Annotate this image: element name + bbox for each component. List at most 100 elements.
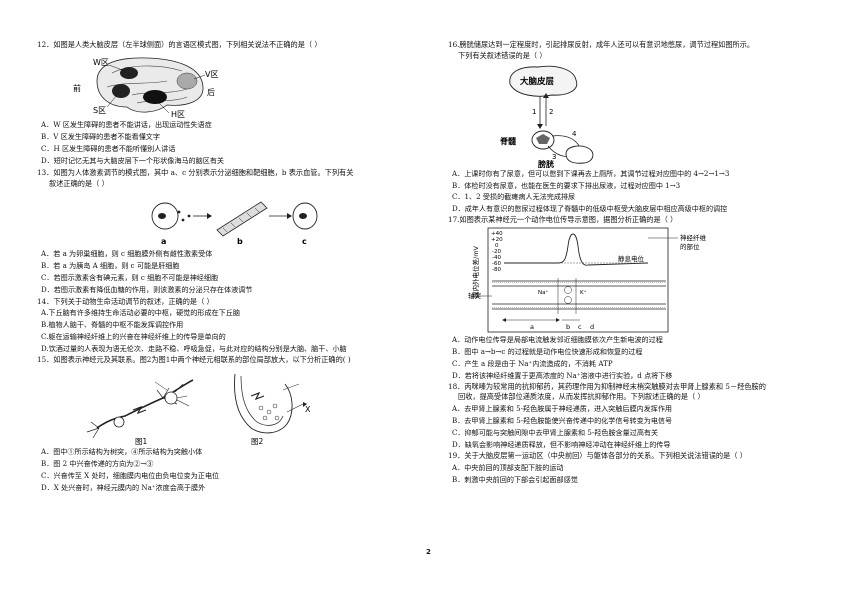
label-x: X — [305, 405, 311, 414]
q18-option-a: A．去甲肾上腺素和 5-羟色胺属于神经递质，进入突触后膜内发挥作用 — [452, 404, 673, 414]
svg-text:0: 0 — [495, 243, 499, 249]
q15-option-d: D．X 处兴奋时，神经元膜内的 Na⁺浓度会高于膜外 — [41, 482, 206, 492]
w-region — [120, 66, 138, 79]
label-s: S区 — [93, 106, 106, 115]
cell-a — [151, 202, 179, 230]
q12-option-d: D．短时记忆无其与大脑皮层下一个形状像海马的脑区有关 — [41, 155, 225, 165]
q17-option-c: C．产生 a 段是由于 Na⁺内流造成的，不消耗 ATP — [452, 358, 613, 368]
q17-action-potential-figure: 膜内外电位差/mV +40 +20 0 -20 -40 -60 -80 静息电位… — [468, 227, 707, 333]
label-fiber1: 神经纤维 — [680, 233, 707, 242]
q12-option-a: A．W 区发生障碍的患者不能讲话，出现运动性失语症 — [41, 119, 212, 129]
label-b: b — [566, 323, 570, 331]
svg-text:+20: +20 — [491, 237, 503, 243]
label-cortex: 大脑皮层 — [520, 76, 555, 87]
label-h: H区 — [171, 110, 185, 119]
page-number: 2 — [426, 548, 431, 556]
q16-stem-line1: 16.膀胱储尿达到一定程度时，引起排尿反射，成年人还可以有意识地憋尿，调节过程如… — [448, 40, 755, 49]
q18-stem-line2: 回收，提高受体部位递质浓度，从而发挥抗抑郁作用。下列叙述正确的是（ ） — [458, 392, 705, 402]
label-ylabel: 膜内外电位差/mV — [471, 245, 480, 298]
q19-option-a: A．中央前回的顶部支配下肢的运动 — [452, 462, 564, 472]
cortex-shape — [509, 65, 578, 97]
q14-stem: 14．下列关于动物生命活动调节的叙述，正确的是（ ） — [37, 296, 214, 306]
q13-stem-line1: 13．如图为人体激素调节的模式图，其中 a、c 分别表示分泌细胞和靶细胞，b 表… — [37, 168, 354, 178]
q16-option-b: B．体检时没有尿意，也能在医生的要求下排出尿液，过程对应图中 1→3 — [452, 180, 681, 190]
blood-vessel-b — [216, 201, 268, 237]
spinal-cord — [531, 130, 555, 150]
q18-stem-line1: 18．丙咪嗪为较常用的抗抑郁药，其药理作用为抑制神经末梢突触膜对去甲肾上腺素和 … — [448, 381, 766, 391]
q18-option-d: D．缺氧会影响神经递质释放，但不影响神经冲动在神经纤维上的传导 — [452, 439, 671, 449]
q12-option-c: C．H 区发生障碍的患者不能听懂别人讲话 — [41, 143, 176, 153]
h-region — [143, 89, 167, 104]
label-back: 后 — [207, 87, 215, 97]
q15-option-c: C．兴奋传至 X 处时，细胞膜内电位由负电位变为正电位 — [41, 470, 220, 480]
label-a: a — [530, 323, 534, 331]
q19-option-b: B．刺激中央前回的下部会引起面部感觉 — [452, 474, 578, 484]
q13-option-d: D．若图示激素有降低血糖的作用，则该激素的分泌只存在体液调节 — [41, 284, 253, 294]
q14-option-c: C.躯在运输神经纤维上的兴奋在神经纤维上的传导是单向的 — [41, 332, 226, 342]
label-c: c — [578, 323, 582, 331]
q14-option-b: B.植物人脑干、脊髓的中枢不能发挥调控作用 — [41, 320, 184, 330]
label-fig1: 图1 — [135, 437, 147, 446]
label-bladder: 膀胱 — [537, 159, 554, 168]
q12-stem: 12．如图是人类大脑皮层（左半球侧面）的言语区模式图，下列相关说法不正确的是（ … — [37, 40, 322, 49]
svg-text:-40: -40 — [492, 255, 501, 261]
q12-brain-figure: W区 V区 前 后 S区 H区 — [73, 57, 218, 119]
label-axon: 轴突 — [468, 291, 482, 300]
label-naplus: Na⁺ — [538, 289, 548, 296]
q18-option-c: C．抑郁可能与突触间隙中去甲肾上腺素和 5-羟色胺含量过高有关 — [452, 428, 659, 438]
q19-stem: 19．关于大脑皮层第一运动区（中央前回）与躯体各部分的关系。下列相关说法错误的是… — [448, 450, 747, 460]
s-region — [112, 83, 130, 98]
figure-1-neurons — [86, 379, 194, 439]
label-kplus: K⁺ — [580, 289, 587, 296]
label-v: V区 — [205, 70, 218, 79]
q12-option-b: B．V 区发生障碍的患者不能看懂文字 — [41, 131, 160, 141]
label-n2: 2 — [549, 108, 553, 116]
q13-option-b: B．若 a 为胰岛 A 细胞，则 c 可能是肝细胞 — [41, 260, 180, 270]
q15-neuron-figure: X 图1 图2 — [86, 373, 311, 446]
figure-2-synapse — [234, 373, 307, 434]
bladder-shape — [565, 145, 594, 164]
potential-curve — [504, 233, 649, 266]
q13-stem-line2: 叙述正确的是（ ） — [49, 179, 109, 189]
label-spine: 脊髓 — [499, 136, 517, 146]
q17-option-d: D．若将该神经纤维置于更高浓度的 Na⁺溶液中进行实验，d 点将下移 — [452, 370, 673, 380]
label-fig2: 图2 — [251, 437, 263, 446]
q15-stem: 15．如图表示神经元及其联系。图2为图1中两个神经元相联系的部位局部放大，以下分… — [37, 355, 351, 365]
q16-micturition-figure: 大脑皮层 1 2 脊髓 4 3 膀胱 — [499, 65, 594, 168]
left-column: 12．如图是人类大脑皮层（左半球侧面）的言语区模式图，下列相关说法不正确的是（ … — [37, 40, 422, 493]
cell-c — [292, 202, 318, 230]
q13-option-c: C．若图示激素含有碘元素，则 c 细胞不可能是神经细胞 — [41, 272, 219, 282]
q13-option-a: A．若 a 为卵巢细胞，则 c 细胞膜外侧有雌性激素受体 — [41, 249, 213, 259]
q17-stem: 17.如图表示某神经元一个动作电位传导示意图，据图分析正确的是（ ） — [448, 215, 678, 225]
label-fiber2: 的部位 — [680, 242, 700, 251]
q14-option-d: D.饮酒过量的人表现为语无伦次、走路不稳、呼吸急促，与此对应的结构分别是大脑、脑… — [41, 344, 347, 354]
q16-option-d: D．成年人有意识的憋尿过程体现了脊髓中的低级中枢受大脑皮层中相应高级中枢的调控 — [452, 204, 728, 214]
label-n3: 3 — [552, 153, 556, 161]
axon-membrane — [492, 278, 666, 315]
svg-text:+40: +40 — [491, 231, 503, 237]
q16-stem-line2: 下列有关叙述错误的是（ ） — [458, 50, 547, 60]
q15-option-a: A．图中①所示结构为树突，④所示结构为突触小体 — [41, 446, 203, 456]
q18-option-b: B．去甲肾上腺素和 5-羟色胺能使兴奋传递中的化学信号转变为电信号 — [452, 416, 673, 426]
q16-option-c: C．1、2 受损的截瘫病人无法完成排尿 — [452, 192, 576, 202]
label-b: b — [237, 237, 243, 246]
svg-text:-60: -60 — [492, 261, 501, 267]
q13-hormone-figure: a b c — [151, 201, 318, 246]
label-n4: 4 — [572, 130, 577, 138]
brain-folds — [106, 65, 188, 104]
right-column: 16.膀胱储尿达到一定程度时，引起排尿反射，成年人还可以有意识地憋尿，调节过程如… — [448, 40, 843, 485]
svg-text:-80: -80 — [492, 267, 501, 273]
label-rest: 静息电位 — [618, 254, 645, 263]
svg-text:-20: -20 — [492, 249, 501, 255]
label-front: 前 — [73, 83, 81, 93]
label-d: d — [590, 323, 594, 331]
label-a: a — [161, 237, 166, 246]
q17-option-b: B．图中 a→b→c 的过程就是动作电位快速形成和恢复的过程 — [452, 346, 643, 356]
v-region — [176, 72, 198, 90]
label-n1: 1 — [532, 108, 536, 116]
q17-option-a: A．动作电位传导是局部电流触发邻近细胞膜依次产生新电波的过程 — [452, 335, 663, 345]
label-w: W区 — [93, 58, 109, 67]
q14-option-a: A.下丘脑有许多维持生命活动必要的中枢，硬觉的形成在下丘脑 — [41, 308, 240, 318]
q16-option-a: A．上课时你有了尿意，但可以憋到下课再去上厕所，其调节过程对应图中的 4→2→1… — [452, 168, 730, 178]
q15-option-b: B．图 2 中兴奋传递的方向为②→③ — [41, 458, 154, 468]
